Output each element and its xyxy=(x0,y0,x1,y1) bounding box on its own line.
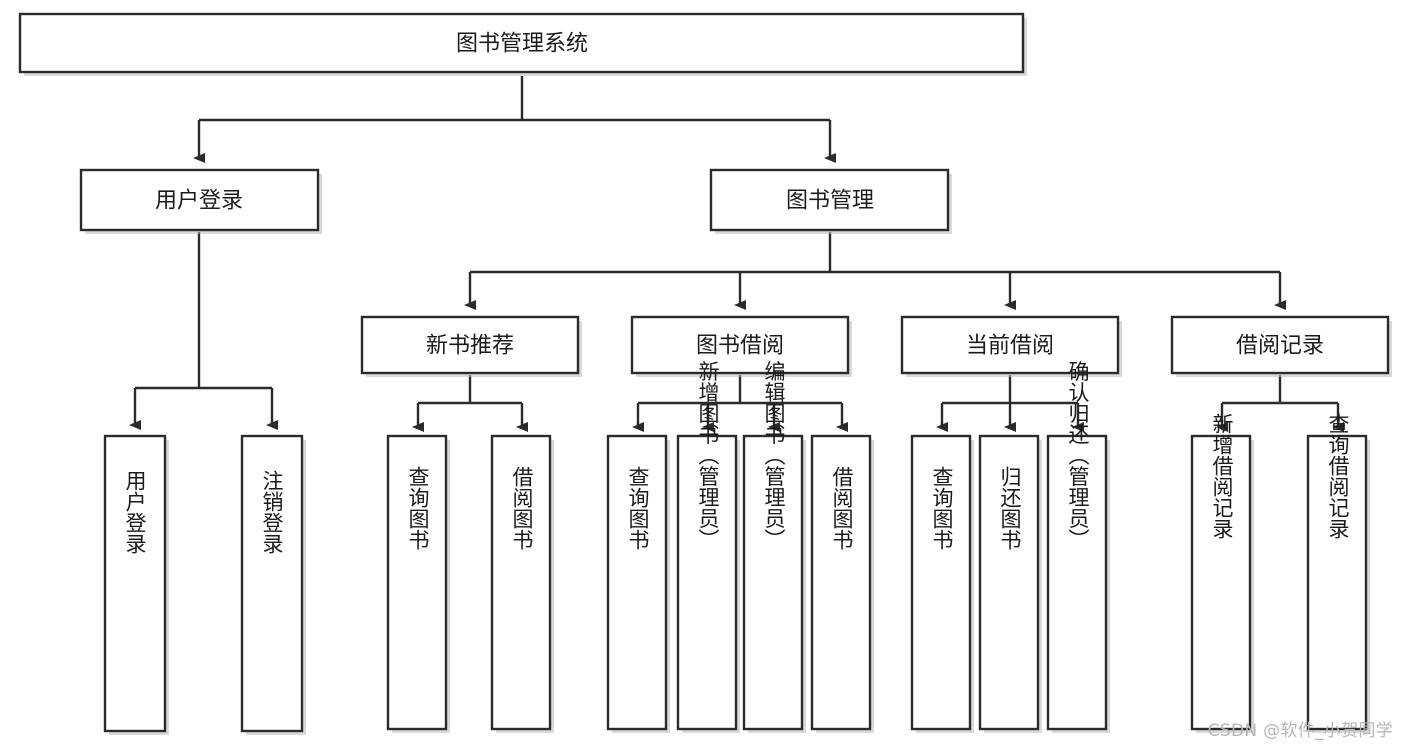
connector-group-user-login xyxy=(129,232,278,430)
node-leaf-add-book-label: 新增图书（管理员） xyxy=(696,361,720,550)
node-user-login[interactable]: 用户登录 xyxy=(79,168,322,234)
node-book-manage[interactable]: 图书管理 xyxy=(709,168,952,234)
node-root-label: 图书管理系统 xyxy=(456,32,588,57)
node-leaf-borrow-book-2[interactable]: 借阅图书 xyxy=(810,434,874,733)
node-leaf-add-record[interactable]: 新增借阅记录 xyxy=(1190,413,1254,733)
node-current-borrow[interactable]: 当前借阅 xyxy=(900,315,1122,377)
node-leaf-logout-login[interactable]: 注销登录 xyxy=(240,434,306,735)
node-leaf-query-book-1[interactable]: 查询图书 xyxy=(386,434,450,733)
node-leaf-logout-login-label: 注销登录 xyxy=(260,470,284,554)
node-root[interactable]: 图书管理系统 xyxy=(18,12,1027,76)
node-book-borrow[interactable]: 图书借阅 xyxy=(630,315,852,377)
node-leaf-return-book-label: 归还图书 xyxy=(998,466,1022,550)
node-leaf-query-book-2[interactable]: 查询图书 xyxy=(606,434,670,733)
node-leaf-query-book-1-label: 查询图书 xyxy=(406,466,430,550)
node-leaf-borrow-book-1[interactable]: 借阅图书 xyxy=(490,434,554,733)
node-leaf-user-login[interactable]: 用户登录 xyxy=(103,434,169,735)
node-leaf-confirm-return-label: 确认归还（管理员） xyxy=(1066,361,1090,550)
connector-group-book-borrow xyxy=(632,375,848,432)
node-leaf-query-book-3[interactable]: 查询图书 xyxy=(910,434,974,733)
node-leaf-user-login-label: 用户登录 xyxy=(123,470,147,554)
node-book-borrow-label: 图书借阅 xyxy=(696,334,784,359)
connector-group-borrow-record xyxy=(1216,375,1344,432)
connector-group-book-manage xyxy=(464,232,1286,310)
node-borrow-record[interactable]: 借阅记录 xyxy=(1170,315,1392,377)
node-leaf-add-book[interactable]: 新增图书（管理员） xyxy=(676,361,740,734)
node-leaf-add-record-label: 新增借阅记录 xyxy=(1210,413,1234,539)
node-current-borrow-label: 当前借阅 xyxy=(966,334,1054,359)
connector-group-root xyxy=(193,76,836,163)
node-leaf-confirm-return[interactable]: 确认归还（管理员） xyxy=(1046,361,1110,734)
node-leaf-query-record-label: 查询借阅记录 xyxy=(1326,413,1350,539)
node-leaf-borrow-book-2-label: 借阅图书 xyxy=(830,466,854,550)
node-leaf-edit-book-label: 编辑图书（管理员） xyxy=(762,361,786,550)
node-new-book-recommend[interactable]: 新书推荐 xyxy=(360,315,582,377)
node-borrow-record-label: 借阅记录 xyxy=(1236,334,1324,359)
node-leaf-edit-book[interactable]: 编辑图书（管理员） xyxy=(742,361,806,734)
connector-group-current-borrow xyxy=(936,375,1084,432)
node-leaf-borrow-book-1-label: 借阅图书 xyxy=(510,466,534,550)
node-book-manage-label: 图书管理 xyxy=(786,189,874,214)
node-leaf-query-book-3-label: 查询图书 xyxy=(930,466,954,550)
node-leaf-query-book-2-label: 查询图书 xyxy=(626,466,650,550)
node-leaf-return-book[interactable]: 归还图书 xyxy=(978,434,1042,733)
node-new-book-recommend-label: 新书推荐 xyxy=(426,334,514,359)
node-leaf-query-record[interactable]: 查询借阅记录 xyxy=(1306,413,1370,733)
connector-group-new-book-recommend xyxy=(412,375,528,432)
node-user-login-label: 用户登录 xyxy=(155,189,243,214)
